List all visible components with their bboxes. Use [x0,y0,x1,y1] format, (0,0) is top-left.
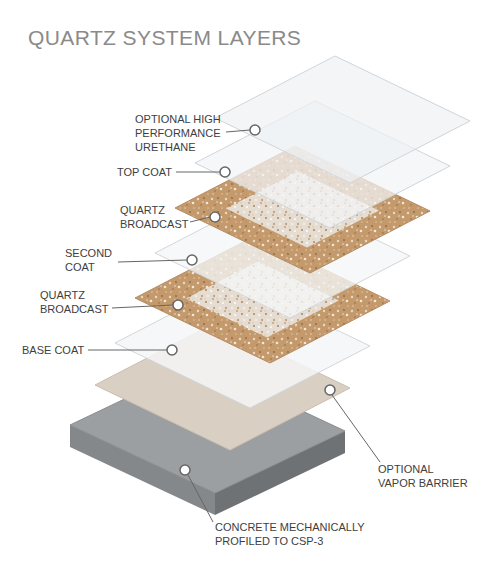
callout-dot [250,125,260,135]
leader-line [190,217,210,222]
leader-line [112,305,173,308]
diagram-title: QUARTZ SYSTEM LAYERS [28,26,301,50]
callout-dot [180,465,190,475]
layer-label: QUARTZ BROADCAST [120,203,195,231]
leader-line [332,395,380,462]
leader-line [226,130,250,132]
layer-label: TOP COAT [117,165,192,179]
layer-label: SECOND COAT [65,246,120,274]
layer-label: OPTIONAL HIGH PERFORMANCE URETHANE [135,112,230,154]
urethane-sheet [215,56,470,183]
leader-line [188,475,213,522]
layer-label: BASE COAT [22,343,102,357]
callout-dot [187,255,197,265]
leader-line [176,172,220,173]
layer-label: OPTIONAL VAPOR BARRIER [378,462,471,490]
callout-dot [167,345,177,355]
callout-dot [325,385,335,395]
callout-dot [210,212,220,222]
layer-label: CONCRETE MECHANICALLY PROFILED TO CSP-3 [215,520,373,548]
layer-label: QUARTZ BROADCAST [40,288,115,316]
callout-dot [173,300,183,310]
leader-line [118,260,187,262]
leader-line [88,350,167,351]
callout-dot [220,167,230,177]
